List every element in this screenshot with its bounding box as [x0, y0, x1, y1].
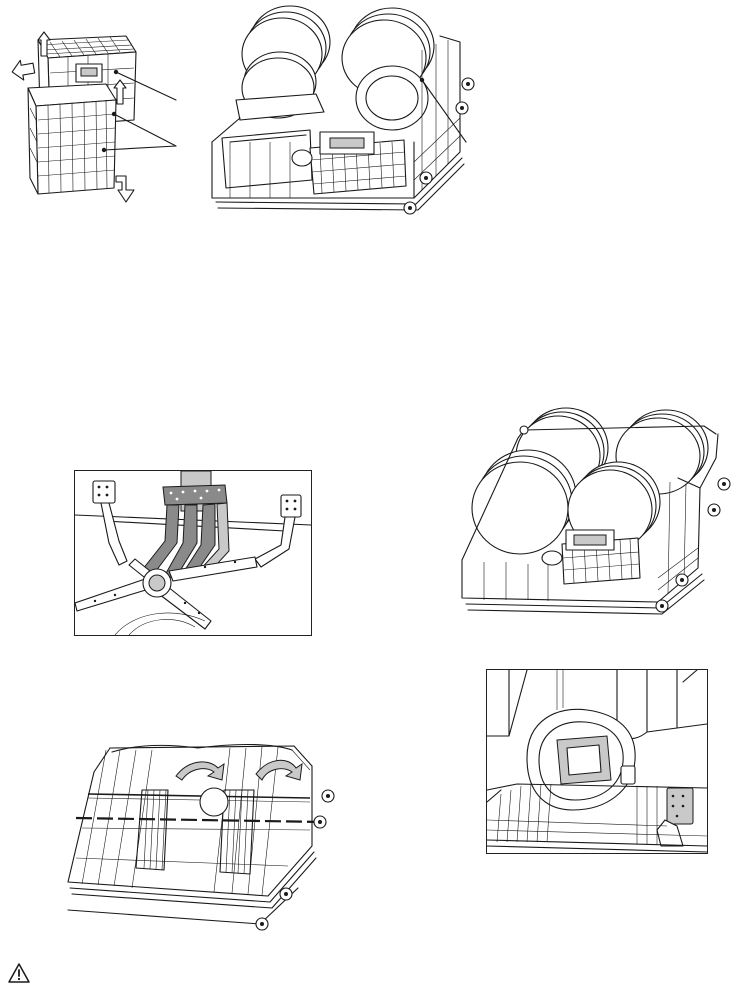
cooking-pot [527, 709, 635, 810]
warning-triangle-icon [7, 962, 31, 984]
basket-body [28, 84, 116, 194]
upper-basket-illustration [448, 398, 738, 628]
bracket-left [93, 481, 127, 565]
spray-arm-illustration [75, 471, 311, 635]
spray-arm [75, 557, 257, 629]
cutlery-basket-illustration [8, 28, 188, 208]
basket-in-cabinet-illustration [487, 670, 707, 853]
basket-walls [68, 747, 316, 924]
arrow-right-icon [116, 176, 134, 202]
arrow-left-icon [10, 58, 35, 82]
lower-basket-illustration [200, 2, 480, 220]
fold-arrow-right-icon [256, 760, 302, 780]
fold-arrow-left-icon [176, 762, 224, 780]
plates-right [342, 8, 434, 130]
tub-rib [557, 670, 563, 710]
cabinet-frame [486, 669, 708, 854]
folding-rack-left [136, 790, 168, 870]
folding-racks-illustration [48, 738, 340, 938]
basket-wheels [256, 790, 334, 930]
spray-sphere [200, 788, 228, 816]
spray-arm-frame [74, 470, 312, 636]
